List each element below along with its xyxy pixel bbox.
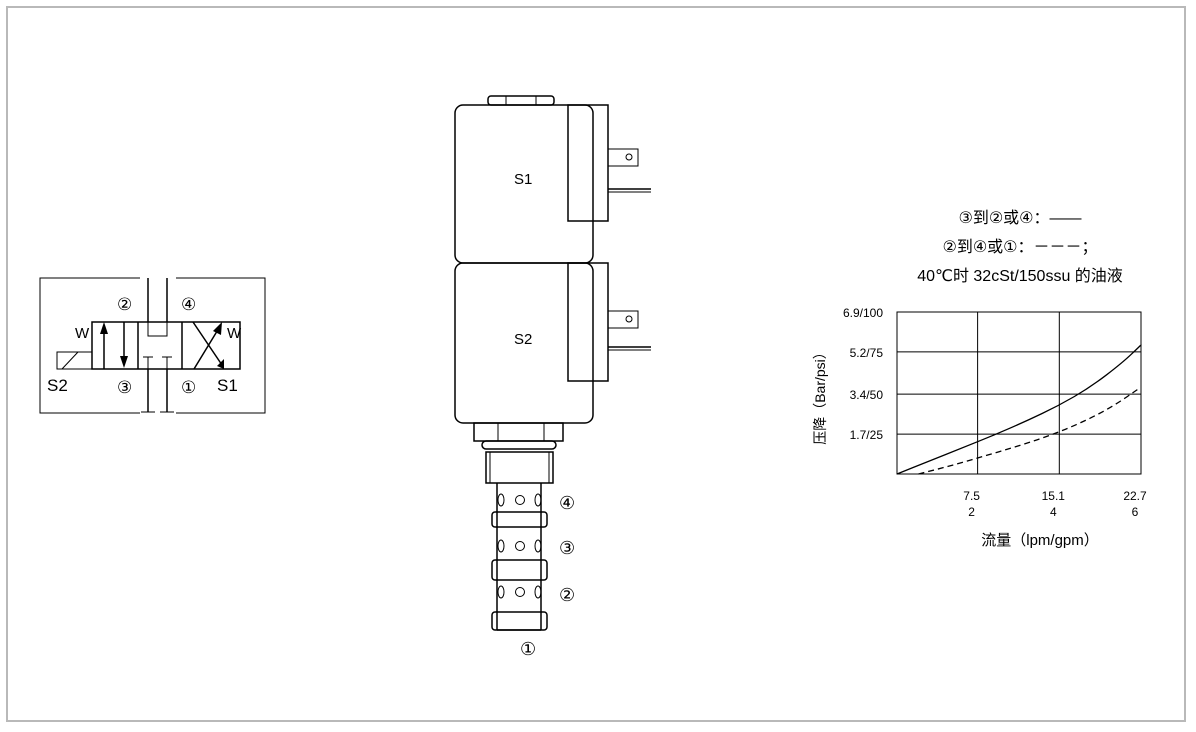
- port-3-label: ③: [117, 378, 132, 397]
- y-axis-label: 压降（Bar/psi）: [812, 345, 828, 445]
- x-tick-label-gpm: 4: [1050, 505, 1057, 519]
- x-tick-label-lpm: 22.7: [1123, 489, 1147, 503]
- x-tick-label-lpm: 7.5: [963, 489, 980, 503]
- y-tick-label: 5.2/75: [850, 346, 884, 360]
- cartridge-port-1-label: ①: [520, 639, 536, 659]
- legend-line-1: ③到②或④：——: [958, 210, 1082, 227]
- series-dashed-line: [918, 386, 1142, 475]
- y-tick-label: 6.9/100: [843, 306, 883, 320]
- port-1-label: ①: [181, 378, 196, 397]
- coil-s1-label: S1: [514, 171, 532, 188]
- series-solid-line: [896, 344, 1142, 475]
- x-tick-label-lpm: 15.1: [1042, 489, 1066, 503]
- hydraulic-symbol: W W S2 S1 ② ④ ③ ①: [39, 277, 266, 414]
- spring-right-icon: W: [227, 325, 242, 342]
- legend-line-2: ②到④或①：－－－；: [942, 239, 1098, 256]
- x-axis-label: 流量（lpm/gpm）: [981, 532, 1099, 549]
- spring-left-icon: W: [75, 325, 90, 342]
- solenoid-s1-label: S1: [217, 376, 238, 395]
- y-tick-label: 3.4/50: [850, 388, 884, 402]
- plot-area: [896, 311, 1142, 475]
- x-tick-label-gpm: 6: [1132, 505, 1139, 519]
- cartridge-port-2-label: ②: [559, 585, 575, 605]
- valve-drawing: S1 S2 ④ ③ ② ①: [454, 95, 651, 659]
- coil-s2-label: S2: [514, 331, 532, 348]
- cartridge-port-3-label: ③: [559, 538, 575, 558]
- port-4-label: ④: [181, 295, 196, 314]
- figure-frame: [6, 6, 1186, 722]
- legend-line-3: 40℃时 32cSt/150ssu 的油液: [917, 268, 1123, 285]
- solenoid-s2-label: S2: [47, 376, 68, 395]
- pressure-drop-chart: 6.9/1005.2/753.4/501.7/257.5215.1422.76 …: [812, 306, 1147, 549]
- x-tick-label-gpm: 2: [968, 505, 975, 519]
- cartridge-port-4-label: ④: [559, 493, 575, 513]
- port-2-label: ②: [117, 295, 132, 314]
- y-tick-label: 1.7/25: [850, 428, 884, 442]
